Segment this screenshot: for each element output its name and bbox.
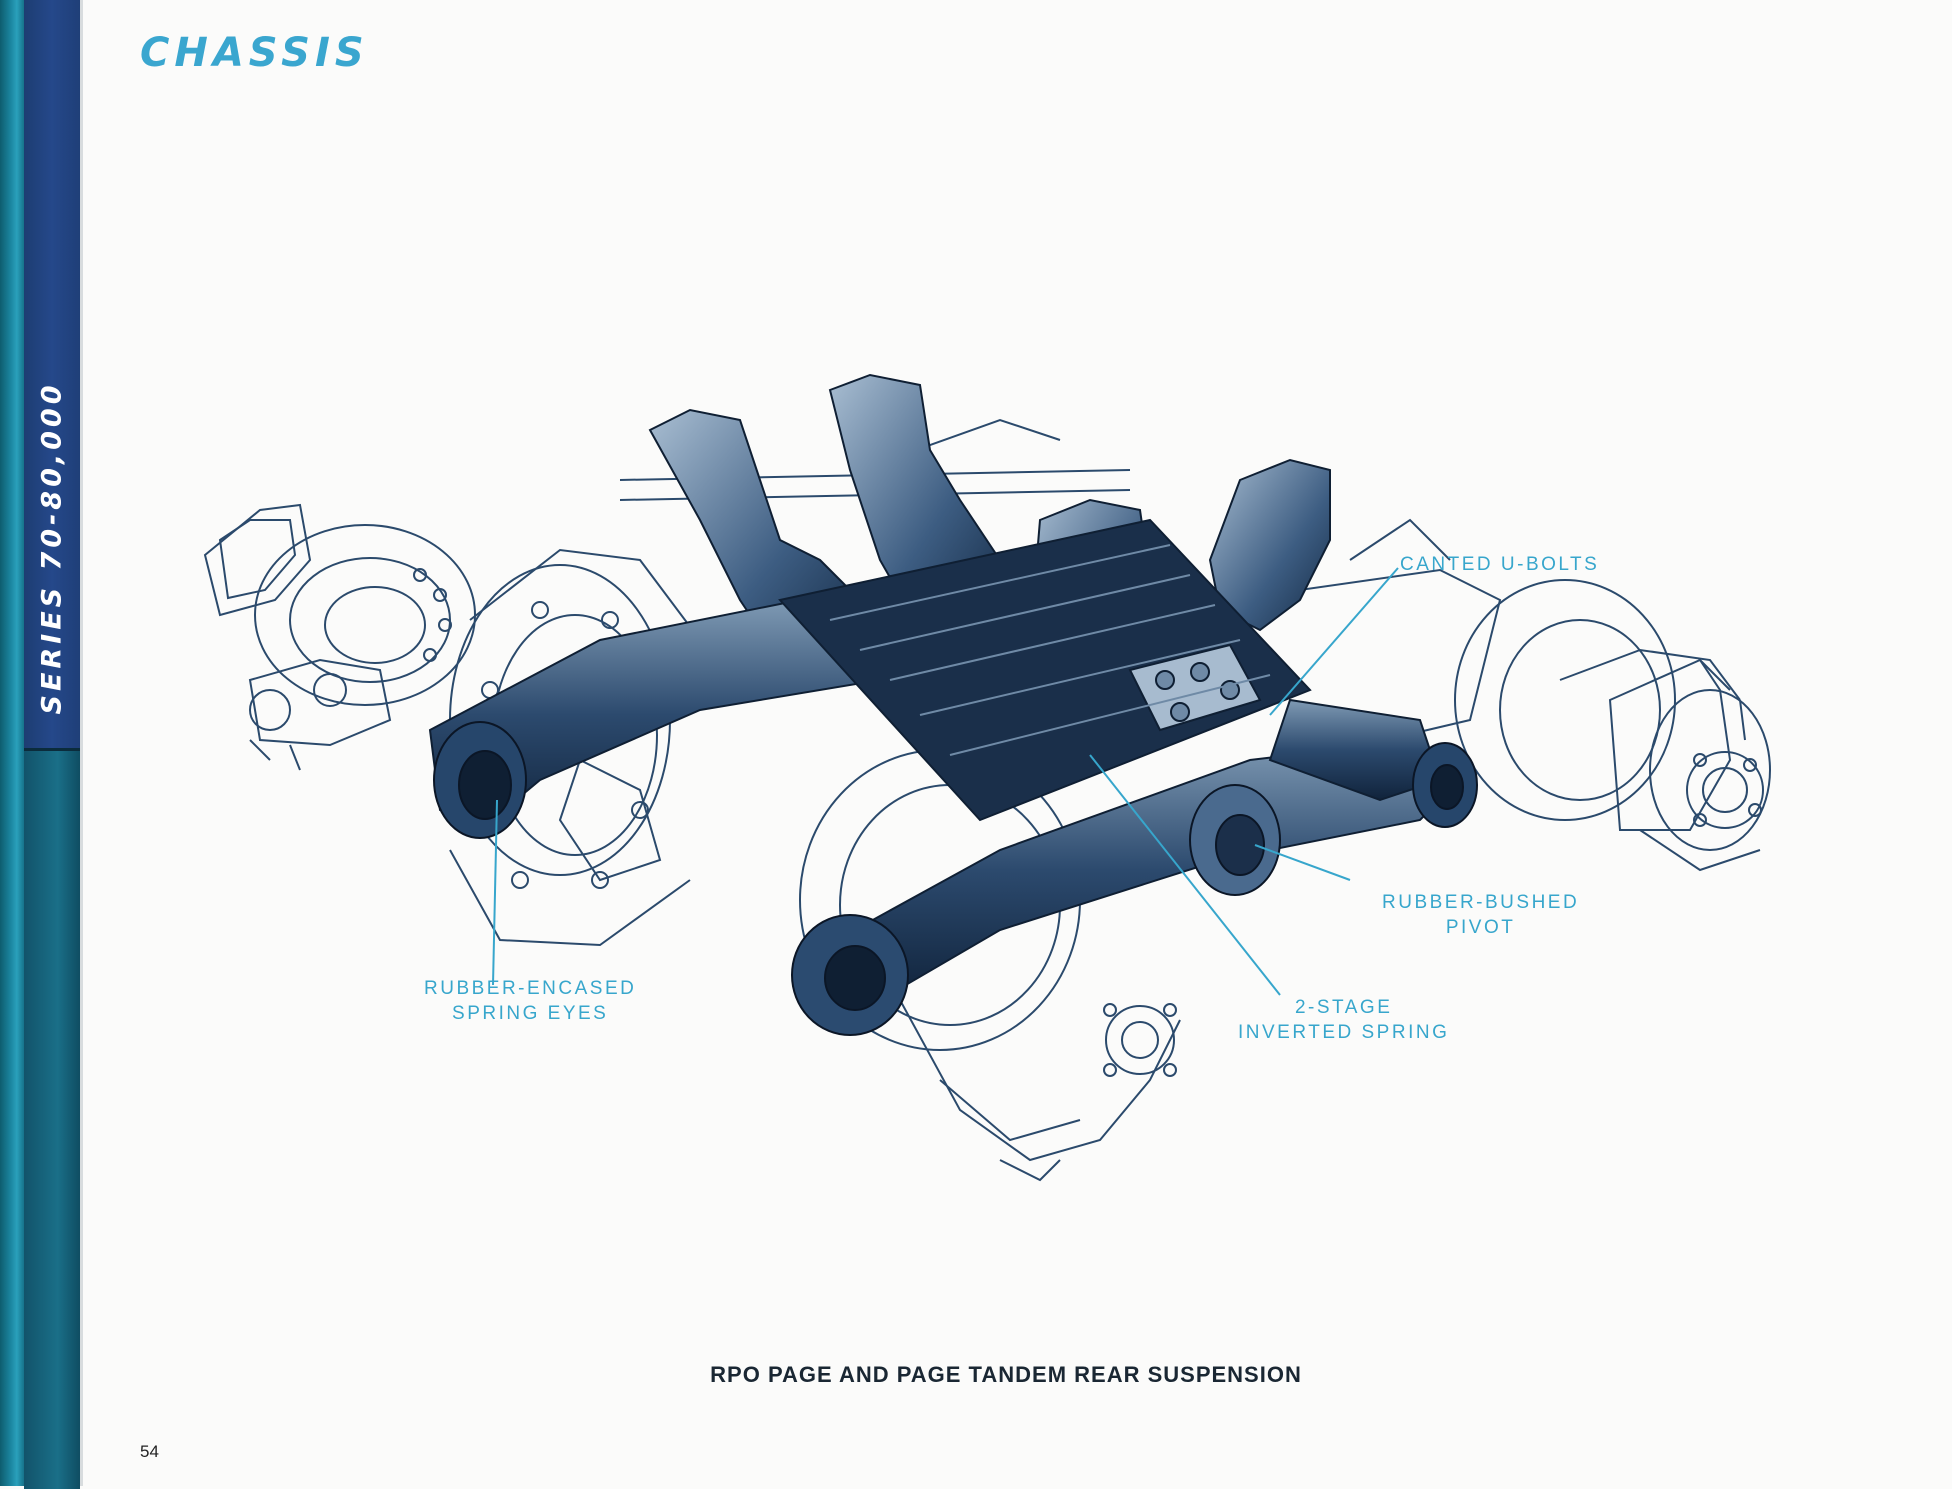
leader-canted-u-bolts (1269, 567, 1399, 716)
rear-hanger-bracket (1208, 458, 1331, 632)
canted-u-bolt-clamp (1128, 643, 1262, 732)
left-brake-chamber (248, 658, 392, 771)
callout-inverted-spring: 2-STAGE INVERTED SPRING (1238, 995, 1449, 1045)
page-number: 54 (140, 1442, 159, 1461)
callout-spring-eyes-line2: SPRING EYES (452, 1003, 609, 1024)
callout-rubber-bushed-pivot: RUBBER-BUSHED PIVOT (1382, 890, 1579, 940)
callout-rubber-bushed-line2: PIVOT (1445, 917, 1516, 938)
inverted-leaf-spring (778, 518, 1312, 822)
section-tab (24, 0, 80, 748)
spring-leaves (829, 544, 1271, 756)
callout-rubber-bushed-line1: RUBBER-BUSHED (1382, 892, 1580, 913)
right-rear-drum (1454, 579, 1771, 872)
rubber-bushed-pivot (1189, 784, 1281, 896)
callout-canted-u-bolts-text: CANTED U-BOLTS (1400, 554, 1600, 575)
leader-inverted-spring (1089, 754, 1281, 996)
callout-spring-eyes: RUBBER-ENCASED SPRING EYES (424, 976, 636, 1026)
binder-tab-edge (0, 0, 24, 1486)
right-wheel-hub (1608, 658, 1764, 831)
callout-spring-eyes-line1: RUBBER-ENCASED (424, 978, 637, 999)
callout-inverted-spring-line1: 2-STAGE (1294, 997, 1393, 1018)
left-rear-hub (203, 503, 476, 706)
section-tab-lower (24, 748, 80, 1489)
leader-rubber-bushed-pivot (1254, 844, 1351, 881)
callout-inverted-spring-line2: INVERTED SPRING (1238, 1022, 1450, 1043)
tab-divider (80, 0, 83, 1486)
callout-canted-u-bolts: CANTED U-BOLTS (1400, 552, 1599, 577)
figure-caption: RPO PAGE AND PAGE TANDEM REAR SUSPENSION (710, 1362, 1302, 1387)
leader-spring-eyes (492, 799, 498, 986)
page-title: CHASSIS (140, 30, 369, 76)
